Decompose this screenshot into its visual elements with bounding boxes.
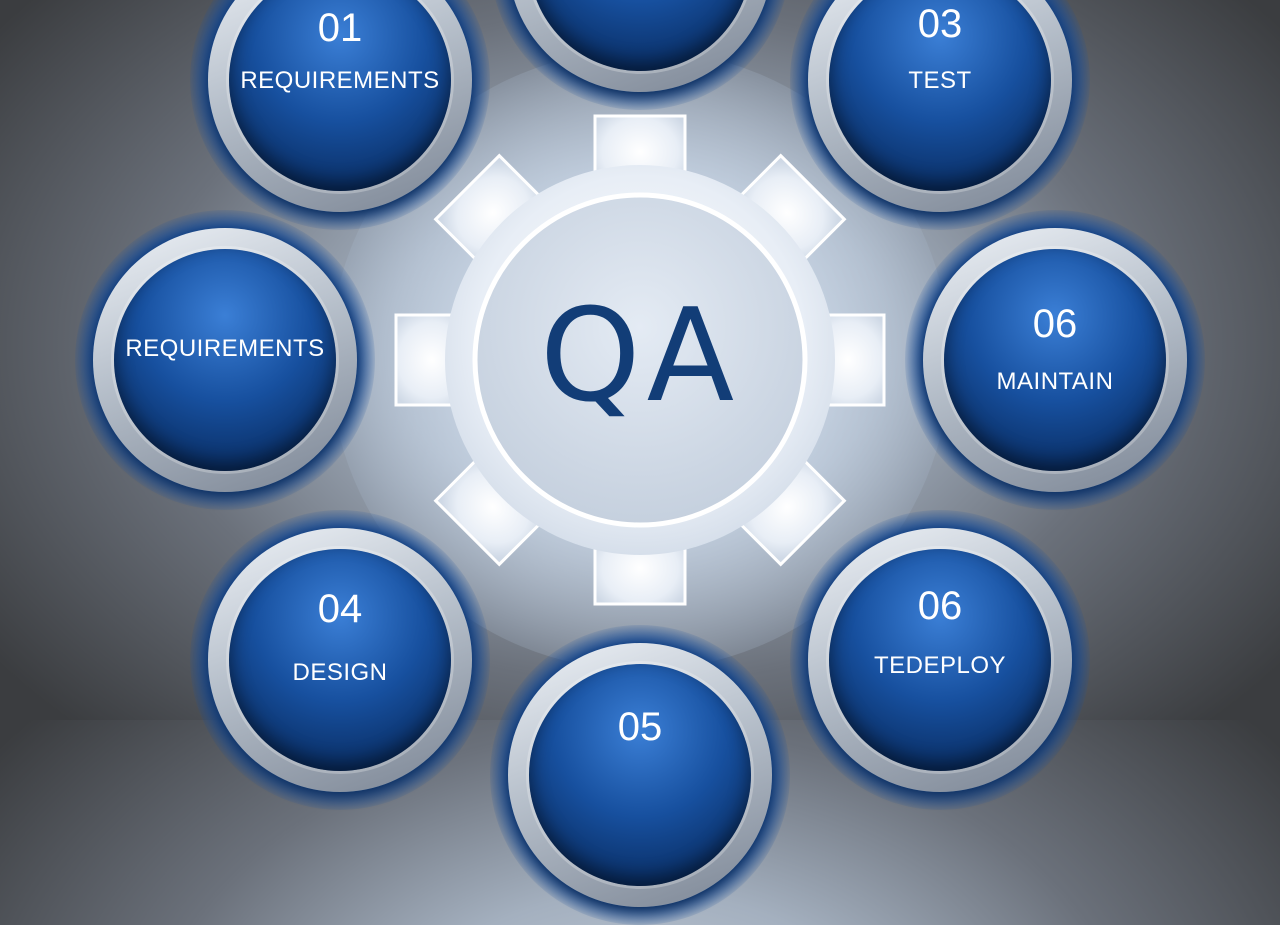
step-label: DESIGN xyxy=(292,659,388,686)
step-node-01[interactable]: 01 REQUIREMENTS xyxy=(190,0,490,230)
step-node-03[interactable]: 03 TEST xyxy=(790,0,1090,230)
step-number: 06 xyxy=(917,584,963,628)
step-node-05[interactable]: 05 xyxy=(490,625,790,925)
step-number: 03 xyxy=(917,2,963,46)
step-number: 06 xyxy=(1032,302,1078,346)
center-title: QA xyxy=(539,282,741,431)
step-label: TEDEPLOY xyxy=(873,652,1007,679)
gear-icon xyxy=(394,114,886,606)
step-node-04[interactable]: 04 DESIGN xyxy=(190,510,490,810)
step-node-requirements[interactable]: REQUIREMENTS xyxy=(75,210,375,510)
step-number: 04 xyxy=(317,587,363,631)
step-label: REQUIREMENTS xyxy=(240,67,440,94)
step-label: TEST xyxy=(908,67,972,94)
step-label: REQUIREMENTS xyxy=(125,335,325,362)
step-node-06-maintain[interactable]: 06 MAINTAIN xyxy=(905,210,1205,510)
step-label: MAINTAIN xyxy=(996,368,1114,395)
step-number: 01 xyxy=(317,6,363,50)
qa-diagram: QA 01 REQUIREMENTS 03 TEST REQUIREMENTS xyxy=(75,0,1205,925)
step-number: 05 xyxy=(617,705,663,749)
gear-core xyxy=(472,192,808,528)
step-node-06-deploy[interactable]: 06 TEDEPLOY xyxy=(790,510,1090,810)
